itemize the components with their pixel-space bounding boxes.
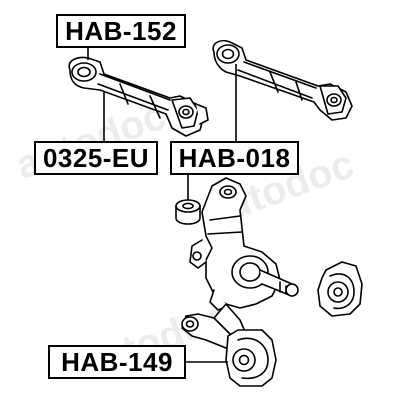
leader-lines: [87, 48, 237, 363]
trailing-arm-right: [212, 39, 353, 121]
part-label-hab-018: HAB-018: [170, 141, 299, 175]
bushing-lower: [225, 329, 277, 387]
bushing-small-upper: [175, 199, 201, 225]
part-label-hab-152: HAB-152: [56, 14, 186, 48]
part-label-0325-eu: 0325-EU: [34, 141, 158, 175]
bushing-right: [317, 261, 363, 317]
lateral-arm-left: [68, 56, 209, 137]
part-label-hab-149: HAB-149: [48, 345, 186, 379]
steering-knuckle: [181, 177, 299, 349]
